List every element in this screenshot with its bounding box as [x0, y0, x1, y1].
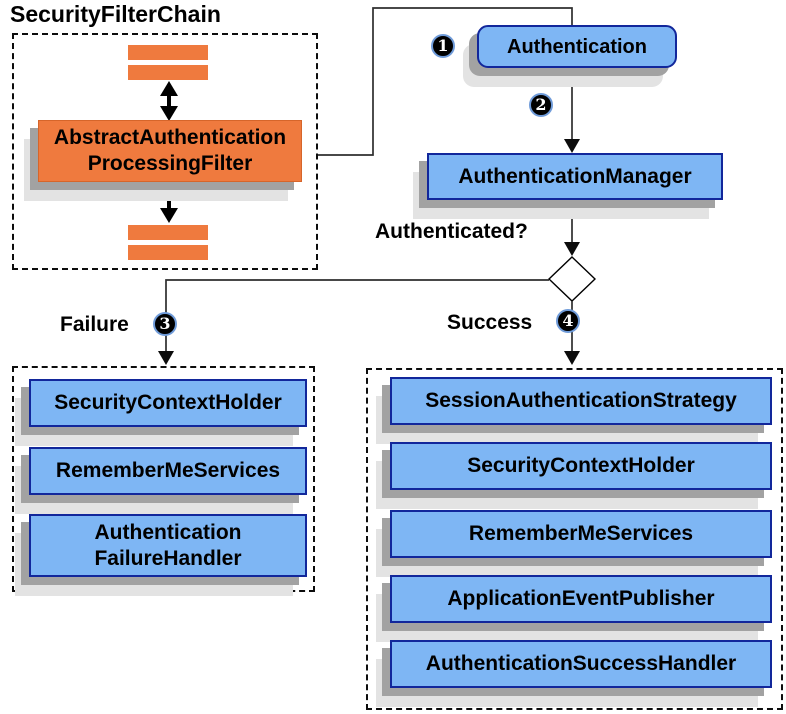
remember-me-services-box: RememberMeServices	[29, 447, 307, 495]
filter-bar	[128, 225, 208, 240]
authentication-manager-box: AuthenticationManager	[427, 153, 723, 200]
session-authentication-strategy-box: SessionAuthenticationStrategy	[390, 377, 772, 425]
security-filter-chain-container: AbstractAuthentication ProcessingFilter	[12, 33, 318, 270]
authentication-box: Authentication	[477, 25, 677, 68]
authentication-to-manager-arrow	[564, 68, 580, 153]
success-handlers-container: SessionAuthenticationStrategy SecurityCo…	[366, 368, 783, 710]
authentication-failure-handler-box: Authentication FailureHandler	[29, 514, 307, 577]
filter-bar	[128, 65, 208, 80]
filter-box-label-line1: AbstractAuthentication	[53, 126, 287, 149]
step-1-badge: 1	[431, 34, 455, 58]
security-context-holder-box: SecurityContextHolder	[390, 442, 772, 490]
abstract-authentication-processing-filter-box: AbstractAuthentication ProcessingFilter	[38, 120, 302, 182]
failure-handlers-container: SecurityContextHolder RememberMeServices…	[12, 366, 315, 592]
decision-diamond	[547, 256, 597, 302]
filter-box-label-line2: ProcessingFilter	[87, 152, 253, 175]
step-3-badge: 3	[153, 312, 177, 336]
filter-bar	[128, 45, 208, 60]
step-2-badge: 2	[529, 93, 553, 117]
success-label: Success	[447, 311, 533, 334]
filter-bar	[128, 245, 208, 260]
failure-handler-label-line1: Authentication	[94, 520, 242, 544]
step-4-badge: 4	[556, 309, 580, 333]
authenticated-question-label: Authenticated?	[375, 220, 528, 243]
security-context-holder-box: SecurityContextHolder	[29, 379, 307, 427]
manager-to-diamond-arrow	[564, 200, 580, 256]
authentication-success-handler-box: AuthenticationSuccessHandler	[390, 640, 772, 688]
application-event-publisher-box: ApplicationEventPublisher	[390, 575, 772, 623]
failure-handler-label-line2: FailureHandler	[94, 546, 242, 570]
failure-label: Failure	[60, 313, 129, 336]
security-filter-chain-title: SecurityFilterChain	[10, 1, 221, 27]
remember-me-services-box: RememberMeServices	[390, 510, 772, 558]
